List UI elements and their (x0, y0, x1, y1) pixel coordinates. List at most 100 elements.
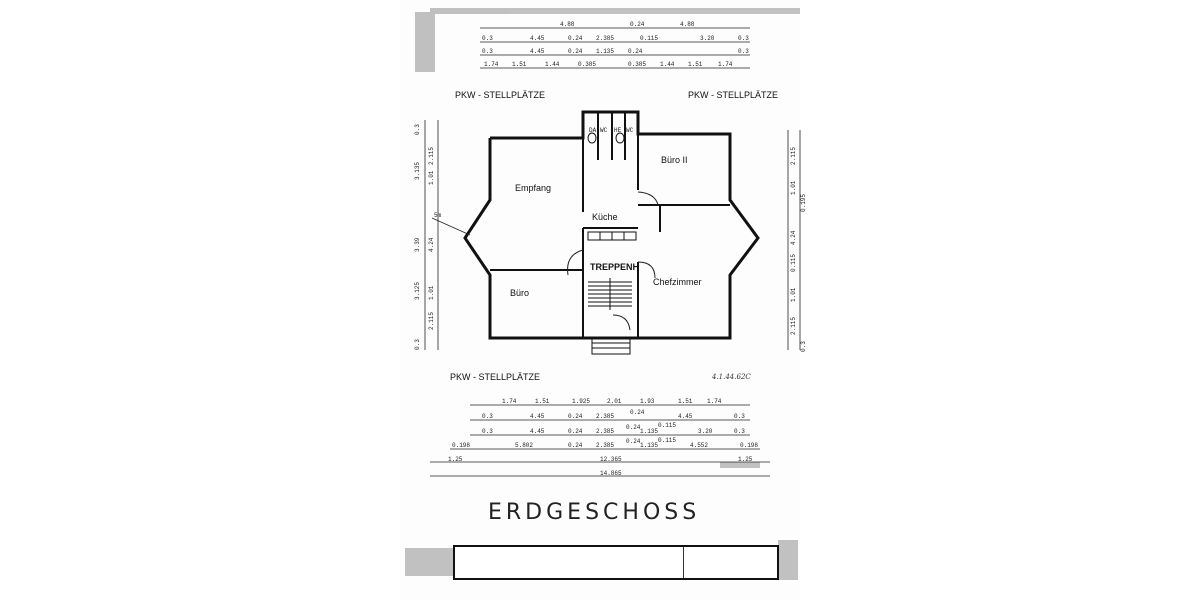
dim-bottom-r2-1: 4.45 (530, 413, 545, 420)
dim-top-r4-1: 1.51 (512, 61, 527, 68)
dim-left-6: 3.125 (414, 281, 421, 300)
title-block-divider (683, 547, 684, 578)
dim-bottom-r5-0: 1.25 (448, 456, 463, 463)
dim-top-r2-6: 0.3 (738, 35, 749, 42)
dim-top-r3-0: 0.3 (482, 48, 493, 55)
dim-left-3: 3.135 (414, 161, 421, 180)
dim-bottom-r1-4: 1.93 (640, 398, 655, 405)
dim-top-r3-4: 0.24 (628, 48, 643, 55)
dim-left-5: 3.39 (414, 237, 421, 252)
dim-bottom-r3-3: 2.385 (596, 428, 615, 435)
dim-bottom-r3-4: 0.24 (626, 424, 641, 431)
inner-walls (490, 112, 730, 338)
dim-bottom-r1-1: 1.51 (535, 398, 550, 405)
wc-label-da: DA (589, 127, 597, 134)
dim-top-r4-3: 0.385 (578, 61, 597, 68)
floor-title: ERDGESCHOSS (488, 500, 701, 525)
dim-bottom-r3-5: 1.135 (640, 428, 659, 435)
top-dimension-lines (480, 27, 750, 69)
dim-bottom-r2-0: 0.3 (482, 413, 493, 420)
dim-top-r2-3: 2.385 (596, 35, 615, 42)
dim-left-7: 1.01 (428, 285, 435, 300)
room-buero-2: Büro II (661, 155, 688, 165)
dim-left-0: 0.3 (414, 124, 421, 135)
dim-bottom-r5-2: 1.25 (738, 456, 753, 463)
drawing-stamp: 4.1.44.62C (712, 373, 751, 381)
dim-top-r3-2: 0.24 (568, 48, 583, 55)
dim-bottom-r4-5: 1.135 (640, 442, 659, 449)
dim-top-r4-4: 0.385 (628, 61, 647, 68)
dim-bottom-r3-8: 0.3 (734, 428, 745, 435)
dim-bottom-r1-0: 1.74 (502, 398, 517, 405)
dim-bottom-r4-8: 0.198 (740, 442, 759, 449)
drawing-sheet (400, 0, 800, 600)
dim-left-8: 2.115 (428, 311, 435, 330)
dim-top-r2-4: 0.115 (640, 35, 659, 42)
dim-bottom-r2-2: 0.24 (568, 413, 583, 420)
dim-bottom-r3-2: 0.24 (568, 428, 583, 435)
dim-bottom-r3-0: 0.3 (482, 428, 493, 435)
room-treppenhaus: TREPPENH (590, 262, 640, 272)
dim-left-4: 4.24 (428, 237, 435, 252)
dim-bottom-r1-6: 1.74 (707, 398, 722, 405)
dim-bottom-r2-3: 2.385 (596, 413, 615, 420)
kitchen-counter (587, 231, 637, 241)
pointer-lines (431, 217, 471, 236)
wc-fixtures (587, 132, 625, 144)
dim-right-4: 0.115 (790, 253, 797, 272)
dim-bottom-r4-4: 0.24 (626, 438, 641, 445)
dim-bottom-r3-7: 3.20 (698, 428, 713, 435)
dim-bottom-r4-6: 0.115 (658, 437, 677, 444)
dim-bottom-total: 14.865 (600, 470, 622, 477)
dim-bottom-r1-3: 2.01 (607, 398, 622, 405)
dim-bottom-r1-5: 1.51 (678, 398, 693, 405)
scan-noise (405, 8, 800, 580)
dim-top-r4-7: 1.74 (718, 61, 733, 68)
dim-bottom-r4-0: 0.198 (452, 442, 471, 449)
dim-bottom-r1-2: 1.925 (572, 398, 591, 405)
wc-label-wc-2: WC (626, 127, 634, 134)
parking-label-bottom: PKW - STELLPLÄTZE (450, 372, 541, 382)
dim-bottom-r5-1: 12.365 (600, 456, 622, 463)
wc-label-he: HE (614, 127, 622, 134)
dim-top-r4-2: 1.44 (545, 61, 560, 68)
dim-top-r4-0: 1.74 (484, 61, 499, 68)
dim-top-r2-0: 0.3 (482, 35, 493, 42)
entrance-steps (591, 337, 631, 355)
title-block (453, 545, 779, 580)
room-kueche: Küche (592, 212, 618, 222)
dim-bottom-r3-1: 4.45 (530, 428, 545, 435)
dim-top-r1-0: 4.88 (560, 21, 575, 28)
dim-bottom-r4-1: 5.802 (515, 442, 534, 449)
dim-left-9: 0.3 (414, 339, 421, 350)
dim-right-7: 0.3 (800, 341, 807, 352)
bottom-dimension-lines (430, 404, 770, 477)
dim-right-0: 2.115 (790, 146, 797, 165)
dim-bottom-r4-7: 4.552 (690, 442, 709, 449)
side-dimension-lines (424, 120, 801, 350)
dim-left-1: 2.115 (428, 146, 435, 165)
marker-label: 5m (434, 212, 442, 219)
dim-top-r3-1: 4.45 (530, 48, 545, 55)
dim-right-5: 1.01 (790, 287, 797, 302)
dim-bottom-r3-6: 0.115 (658, 422, 677, 429)
stair-treads (588, 278, 632, 310)
dim-right-6: 2.115 (790, 316, 797, 335)
room-empfang: Empfang (515, 183, 552, 193)
room-buero: Büro (510, 288, 530, 298)
dim-bottom-r2-6: 0.3 (734, 413, 745, 420)
dim-right-3: 4.24 (790, 230, 797, 245)
wc-label-wc-1: WC (600, 127, 608, 134)
dim-left-2: 1.01 (428, 170, 435, 185)
dim-top-r4-5: 1.44 (660, 61, 675, 68)
dim-bottom-r2-4: 0.24 (630, 409, 645, 416)
parking-label-top-left: PKW - STELLPLÄTZE (455, 90, 546, 100)
dim-top-r2-5: 3.20 (700, 35, 715, 42)
dim-top-r4-6: 1.51 (688, 61, 703, 68)
dim-right-2: 0.195 (800, 193, 807, 212)
dim-bottom-r4-2: 0.24 (568, 442, 583, 449)
dim-bottom-r2-5: 4.45 (678, 413, 693, 420)
dim-top-r2-2: 0.24 (568, 35, 583, 42)
dim-top-r2-1: 4.45 (530, 35, 545, 42)
